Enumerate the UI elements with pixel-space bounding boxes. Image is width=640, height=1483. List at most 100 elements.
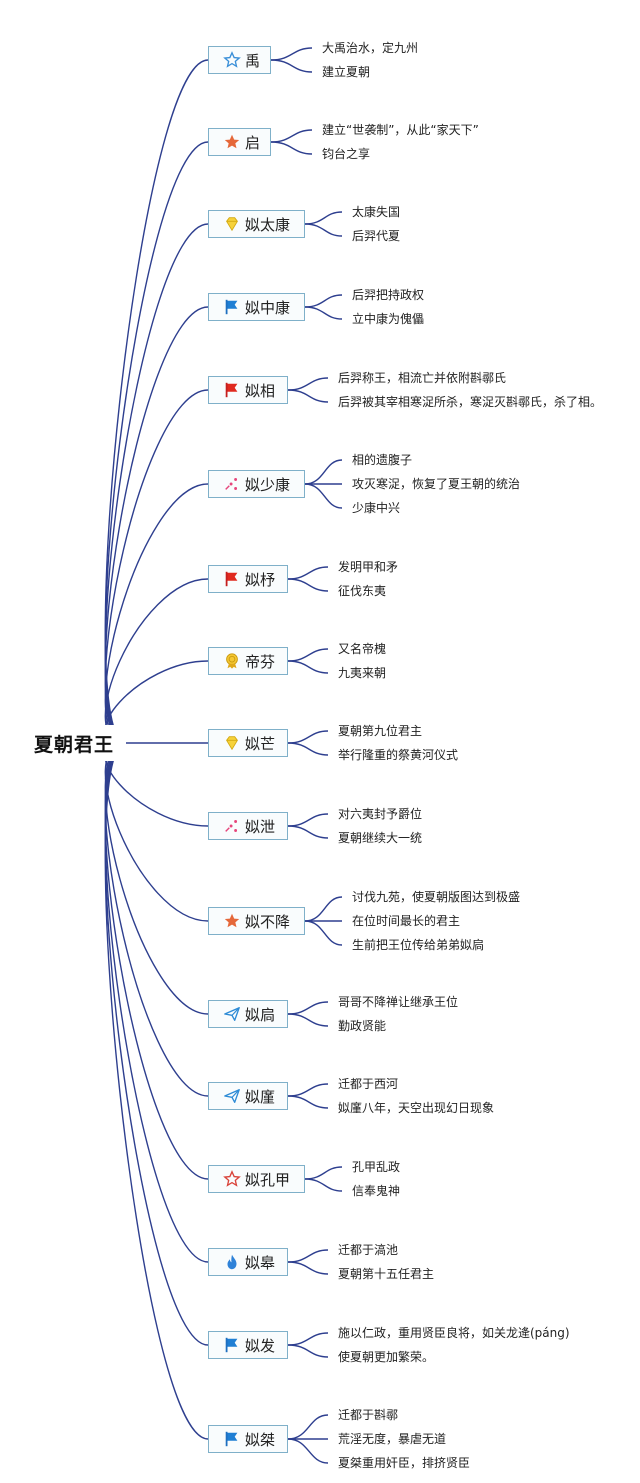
fact-item[interactable]: 举行隆重的祭黄河仪式 [338,748,459,762]
fact-item[interactable]: 信奉鬼神 [352,1184,401,1198]
king-name: 姒少康 [245,475,291,494]
fact-item[interactable]: 后羿被其宰相寒浞所杀，寒浞灭斟鄩氏，杀了相。 [338,395,603,409]
gem-yellow-icon [223,734,241,752]
fact-item[interactable]: 迁都于斟鄩 [338,1408,399,1422]
fact-item[interactable]: 姒廑八年，天空出现幻日现象 [338,1101,495,1115]
star-orange-icon [223,133,241,151]
fact-item[interactable]: 夏桀重用奸臣，排挤贤臣 [338,1456,471,1470]
fact-item[interactable]: 勤政贤能 [338,1019,387,1033]
king-to-fact-line [287,1438,329,1464]
king-to-fact-line [287,578,329,592]
fact-item[interactable]: 立中康为傀儡 [352,312,425,326]
king-to-fact-line [304,1178,343,1192]
fact-item[interactable]: 征伐东夷 [338,584,387,598]
king-node[interactable]: 姒中康 [208,293,305,321]
fact-item[interactable]: 孔甲乱政 [352,1160,401,1174]
fact-item[interactable]: 生前把王位传给弟弟姒扃 [352,938,485,952]
root-to-king-line [104,306,209,744]
king-to-fact-line [287,1001,329,1015]
king-to-fact-line [287,1083,329,1097]
root-topic-label: 夏朝君王 [33,733,114,756]
paper-plane-icon [223,1005,241,1023]
king-to-fact-line [287,1344,329,1358]
king-to-fact-line [287,1261,329,1275]
fact-item[interactable]: 相的遗腹子 [352,453,413,467]
king-node[interactable]: 姒不降 [208,907,305,935]
flag-blue-icon [223,1336,241,1354]
fact-item[interactable]: 九夷来朝 [338,666,387,680]
fact-item[interactable]: 在位时间最长的君主 [352,914,461,928]
king-node[interactable]: 姒相 [208,376,288,404]
king-to-fact-line [287,566,329,580]
king-node[interactable]: 帝芬 [208,647,288,675]
fact-item[interactable]: 施以仁政，重用贤臣良将，如关龙逄(páng) [338,1326,570,1340]
king-to-fact-line [287,813,329,827]
flag-blue-icon [223,298,241,316]
fact-item[interactable]: 大禹治水，定九州 [322,41,419,55]
fact-item[interactable]: 对六夷封予爵位 [338,807,423,821]
fact-item[interactable]: 后羿把持政权 [352,288,425,302]
fact-item[interactable]: 建立“世袭制”，从此“家天下” [322,123,479,137]
fact-item[interactable]: 迁都于西河 [338,1077,399,1091]
fact-item[interactable]: 后羿代夏 [352,229,401,243]
star-orange-icon [223,912,241,930]
king-to-fact-line [287,389,329,403]
king-node[interactable]: 姒廑 [208,1082,288,1110]
king-to-fact-line [304,223,343,237]
king-to-fact-line [287,742,329,756]
king-to-fact-line [287,648,329,662]
king-to-fact-line [287,1095,329,1109]
flag-blue-icon [223,1430,241,1448]
fact-item[interactable]: 讨伐九苑，使夏朝版图达到极盛 [352,890,521,904]
king-to-fact-line [304,1166,343,1180]
king-node[interactable]: 禹 [208,46,271,74]
king-node[interactable]: 姒扃 [208,1000,288,1028]
fact-item[interactable]: 荒淫无度，暴虐无道 [338,1432,447,1446]
fact-item[interactable]: 钧台之享 [322,147,371,161]
fact-item[interactable]: 哥哥不降禅让继承王位 [338,995,459,1009]
root-to-king-line [104,742,209,1097]
king-to-fact-line [304,483,343,509]
fact-item[interactable]: 后羿称王，相流亡并依附斟鄩氏 [338,371,507,385]
king-node[interactable]: 姒芒 [208,729,288,757]
root-topic[interactable]: 夏朝君王 [22,725,126,761]
king-node[interactable]: 姒皋 [208,1248,288,1276]
king-node[interactable]: 姒杼 [208,565,288,593]
fact-item[interactable]: 夏朝第十五任君主 [338,1267,435,1281]
flame-icon [223,1253,241,1271]
fact-item[interactable]: 建立夏朝 [322,65,371,79]
king-to-fact-line [270,129,313,143]
root-to-king-line [104,742,209,1015]
king-name: 姒泄 [245,817,276,836]
king-node[interactable]: 姒泄 [208,812,288,840]
king-node[interactable]: 启 [208,128,271,156]
fact-item[interactable]: 太康失国 [352,205,401,219]
king-name: 帝芬 [245,652,276,671]
king-node[interactable]: 姒孔甲 [208,1165,305,1193]
king-to-fact-line [304,896,343,922]
king-name: 姒不降 [245,912,291,931]
fact-item[interactable]: 夏朝第九位君主 [338,724,423,738]
king-name: 姒中康 [245,298,291,317]
fact-item[interactable]: 夏朝继续大一统 [338,831,423,845]
king-node[interactable]: 姒太康 [208,210,305,238]
star-outline-red-icon [223,1170,241,1188]
root-to-king-line [104,389,209,744]
fact-item[interactable]: 使夏朝更加繁荣。 [338,1350,435,1364]
king-node[interactable]: 姒发 [208,1331,288,1359]
king-name: 姒扃 [245,1005,276,1024]
king-name: 姒孔甲 [245,1170,291,1189]
root-to-king-line [104,742,209,1180]
fact-item[interactable]: 少康中兴 [352,501,401,515]
king-to-fact-line [270,47,313,61]
fact-item[interactable]: 发明甲和矛 [338,560,399,574]
king-to-fact-line [287,377,329,391]
fact-item[interactable]: 迁都于滈池 [338,1243,399,1257]
fact-item[interactable]: 又名帝槐 [338,642,387,656]
fact-item[interactable]: 攻灭寒浞，恢复了夏王朝的统治 [352,477,521,491]
king-node[interactable]: 姒桀 [208,1425,288,1453]
king-to-fact-line [287,730,329,744]
king-to-fact-line [287,1013,329,1027]
king-node[interactable]: 姒少康 [208,470,305,498]
king-to-fact-line [287,1332,329,1346]
